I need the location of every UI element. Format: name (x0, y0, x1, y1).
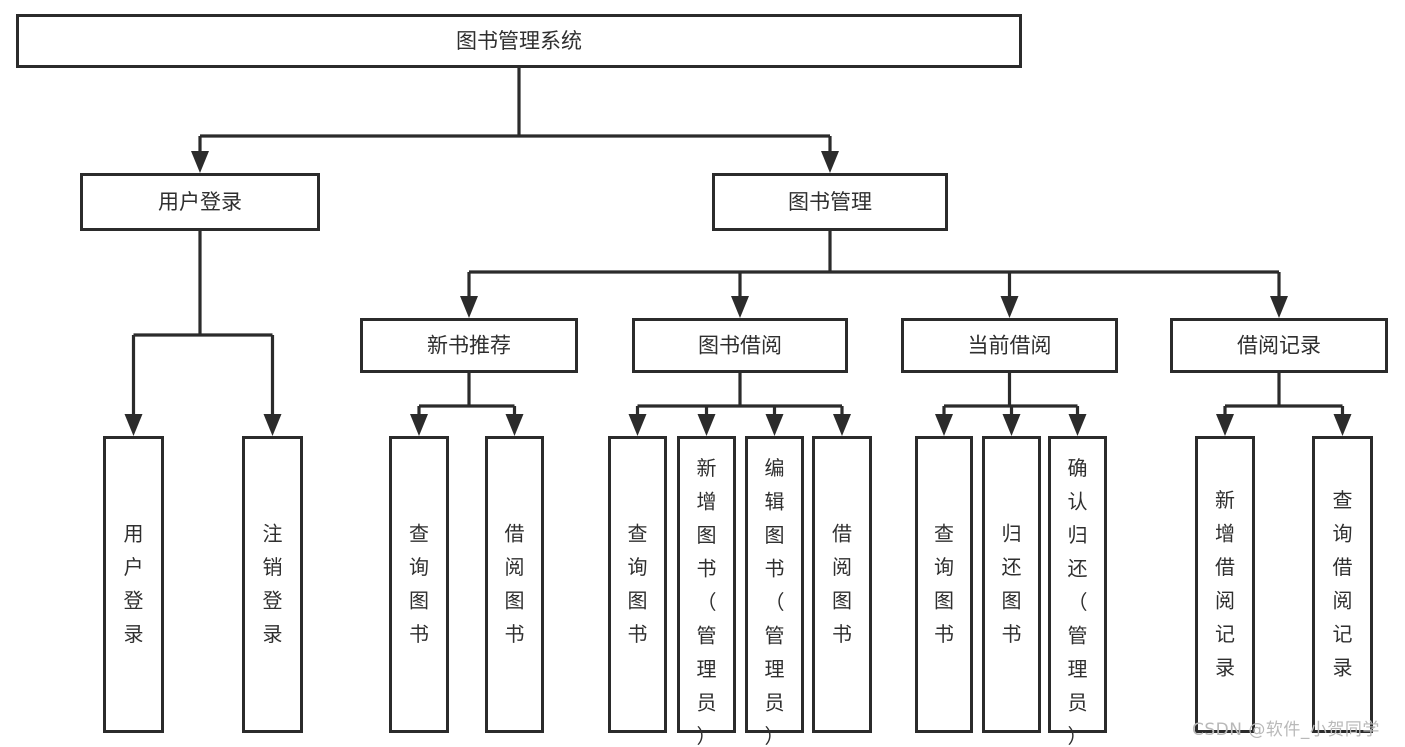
node-label: 借阅图书 (832, 521, 852, 646)
node-leaf-query-book-2[interactable]: 查询图书 (608, 436, 667, 733)
node-box (360, 318, 578, 373)
node-book-borrow[interactable]: 图书借阅 (632, 318, 848, 373)
node-label: 当前借阅 (968, 334, 1052, 358)
conn-newbook-to-leaves-arrow-0 (410, 414, 428, 436)
node-box (485, 436, 544, 733)
conn-bookborrow-to-leaves-arrow-2 (765, 414, 784, 436)
conn-bookmanage-to-level3-arrow-2 (1000, 296, 1019, 318)
node-leaf-return-book[interactable]: 归还图书 (982, 436, 1041, 733)
node-box (389, 436, 449, 733)
node-book-manage[interactable]: 图书管理 (712, 173, 948, 231)
node-box (242, 436, 303, 733)
node-box (712, 173, 948, 231)
node-box (632, 318, 848, 373)
node-box (677, 436, 736, 733)
node-label: 新增借阅记录 (1215, 487, 1235, 679)
conn-bookmanage-to-level3-arrow-0 (460, 296, 478, 318)
node-layer: 图书管理系统用户登录图书管理新书推荐图书借阅当前借阅借阅记录用户登录注销登录查询… (16, 14, 1388, 747)
node-label: 查询图书 (628, 521, 648, 646)
conn-currentborrow-to-leaves-arrow-2 (1068, 414, 1087, 436)
conn-root-to-level2-arrow-0 (191, 151, 209, 173)
node-new-book-recommend[interactable]: 新书推荐 (360, 318, 578, 373)
node-box (103, 436, 164, 733)
node-box (1048, 436, 1107, 733)
conn-borrowrecord-to-leaves-arrow-0 (1216, 414, 1234, 436)
node-label: 新书推荐 (427, 334, 511, 358)
conn-currentborrow-to-leaves-arrow-1 (1002, 414, 1021, 436)
conn-bookborrow-to-leaves-arrow-1 (697, 414, 716, 436)
node-box (982, 436, 1041, 733)
node-leaf-add-book[interactable]: 新增图书（管理员） (677, 436, 736, 747)
conn-userlogin-to-leaves-arrow-1 (263, 414, 282, 436)
conn-bookmanage-to-level3-arrow-1 (731, 296, 749, 318)
node-borrow-record[interactable]: 借阅记录 (1170, 318, 1388, 373)
node-box (915, 436, 973, 733)
node-label: 图书借阅 (698, 334, 782, 358)
node-label: 确认归还（管理员） (1068, 455, 1088, 747)
node-label: 图书管理系统 (456, 29, 582, 53)
node-user-login[interactable]: 用户登录 (80, 173, 320, 231)
node-box (1170, 318, 1388, 373)
node-box (745, 436, 804, 733)
connector-layer (124, 68, 1352, 436)
node-leaf-query-record[interactable]: 查询借阅记录 (1312, 436, 1373, 733)
node-box (1312, 436, 1373, 733)
node-label: 归还图书 (1002, 521, 1022, 646)
conn-currentborrow-to-leaves-arrow-0 (935, 414, 953, 436)
conn-bookmanage-to-level3-arrow-3 (1270, 296, 1288, 318)
node-leaf-add-record[interactable]: 新增借阅记录 (1195, 436, 1255, 733)
conn-bookborrow-to-leaves-arrow-3 (833, 414, 851, 436)
node-box (812, 436, 872, 733)
node-label: 借阅图书 (505, 521, 525, 646)
node-label: 查询图书 (934, 521, 954, 646)
conn-bookborrow-to-leaves-arrow-0 (628, 414, 647, 436)
node-leaf-borrow-book-1[interactable]: 借阅图书 (485, 436, 544, 733)
conn-root-to-level2-arrow-1 (821, 151, 839, 173)
conn-userlogin-to-leaves-arrow-0 (124, 414, 143, 436)
node-box (16, 14, 1022, 68)
node-leaf-edit-book[interactable]: 编辑图书（管理员） (745, 436, 804, 747)
node-leaf-user-login[interactable]: 用户登录 (103, 436, 164, 733)
node-label: 借阅记录 (1237, 334, 1321, 358)
node-label: 图书管理 (788, 190, 872, 214)
conn-borrowrecord-to-leaves-arrow-1 (1333, 414, 1352, 436)
node-label: 新增图书（管理员） (697, 455, 717, 747)
node-leaf-query-book-1[interactable]: 查询图书 (389, 436, 449, 733)
node-label: 查询借阅记录 (1333, 487, 1353, 679)
node-label: 注销登录 (263, 521, 283, 646)
node-label: 用户登录 (124, 521, 144, 646)
conn-newbook-to-leaves-arrow-1 (505, 414, 524, 436)
node-leaf-borrow-book-2[interactable]: 借阅图书 (812, 436, 872, 733)
node-label: 查询图书 (409, 521, 429, 646)
node-label: 用户登录 (158, 190, 242, 214)
node-box (1195, 436, 1255, 733)
node-root[interactable]: 图书管理系统 (16, 14, 1022, 68)
node-box (901, 318, 1118, 373)
node-label: 编辑图书（管理员） (765, 455, 785, 747)
node-leaf-query-book-3[interactable]: 查询图书 (915, 436, 973, 733)
node-leaf-logout[interactable]: 注销登录 (242, 436, 303, 733)
node-current-borrow[interactable]: 当前借阅 (901, 318, 1118, 373)
node-box (608, 436, 667, 733)
node-box (80, 173, 320, 231)
node-leaf-confirm-return[interactable]: 确认归还（管理员） (1048, 436, 1107, 747)
